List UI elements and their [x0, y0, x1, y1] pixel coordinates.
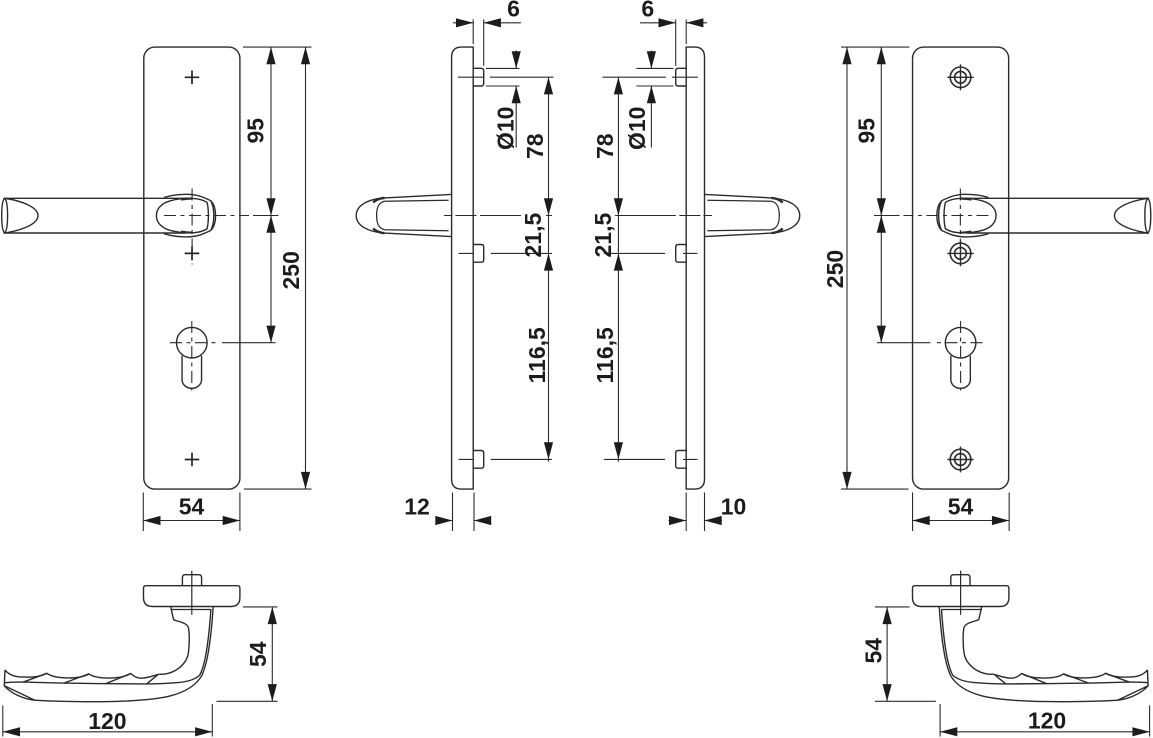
svg-text:120: 120	[1028, 708, 1066, 734]
svg-text:54: 54	[245, 641, 271, 667]
svg-text:54: 54	[861, 638, 887, 664]
svg-text:10: 10	[721, 494, 747, 520]
svg-text:21,5: 21,5	[520, 213, 546, 258]
svg-text:95: 95	[243, 118, 269, 144]
svg-text:54: 54	[179, 494, 205, 520]
svg-text:6: 6	[641, 0, 654, 21]
svg-text:21,5: 21,5	[590, 213, 616, 258]
svg-text:54: 54	[948, 494, 974, 520]
svg-text:12: 12	[404, 494, 430, 520]
svg-text:Ø10: Ø10	[624, 107, 650, 150]
svg-text:116,5: 116,5	[524, 327, 550, 383]
svg-text:250: 250	[278, 251, 304, 289]
svg-text:95: 95	[854, 118, 880, 144]
svg-text:120: 120	[88, 708, 126, 734]
svg-text:Ø10: Ø10	[493, 107, 519, 150]
svg-text:6: 6	[507, 0, 520, 21]
svg-text:78: 78	[522, 133, 548, 159]
svg-text:78: 78	[592, 133, 618, 159]
svg-text:116,5: 116,5	[592, 327, 618, 383]
svg-text:250: 250	[822, 250, 848, 288]
